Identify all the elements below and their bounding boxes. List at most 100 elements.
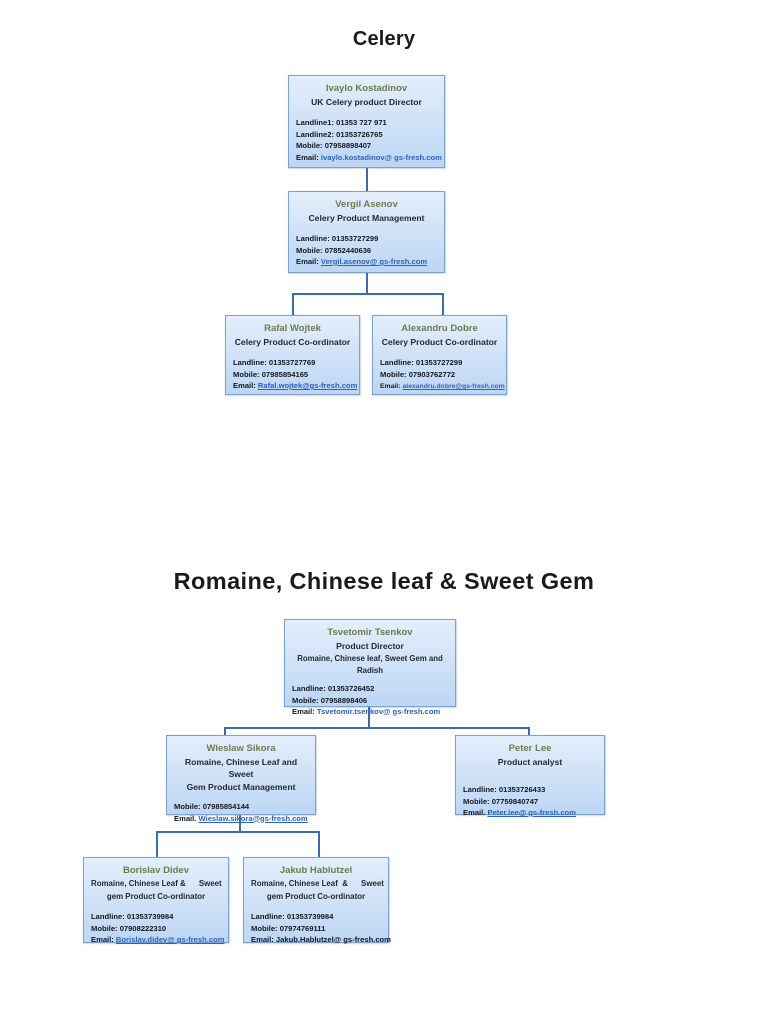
email-label: Email: (233, 381, 256, 390)
email-label: Email: (91, 935, 114, 944)
node-role: Product analyst (497, 757, 563, 767)
mobile-row: Mobile: 07958898407 (296, 140, 437, 152)
mobile-row: Mobile: 07908222310 (91, 923, 221, 935)
node-role: Romaine, Chinese Leaf & Sweet (251, 879, 384, 888)
mobile-row: Mobile: 07958898406 (292, 695, 448, 707)
email-row: Email: Jakub.Hablutzel@ gs-fresh.com (251, 934, 391, 946)
mobile-value: 07958898407 (324, 141, 372, 150)
node-name: Ivaylo Kostadinov (325, 83, 408, 94)
landline1-label: Landline1: (296, 118, 334, 127)
email-row: Email: alexandru.dobre@gs-fresh.com (380, 380, 505, 393)
node-role-secondary: Romaine, Chinese leaf, Sweet Gem and Rad… (297, 654, 443, 675)
node-alexandru-dobre[interactable]: Alexandru Dobre Celery Product Co-ordina… (372, 315, 507, 395)
landline-label: Landline: (292, 684, 326, 693)
mobile-label: Mobile: (251, 923, 278, 933)
mobile-value: 07985854165 (261, 369, 309, 379)
email-link[interactable]: Borislav.didev@ gs-fresh.com (115, 935, 225, 944)
node-role: Celery Product Co-ordinator (234, 337, 351, 347)
mobile-value: 07974769111 (279, 923, 326, 933)
landline-value: 01353726433 (498, 785, 546, 794)
mobile-value: 07908222310 (119, 923, 167, 933)
landline-row: Landline: 01353739984 (251, 911, 381, 923)
node-contacts: Landline1: 01353 727 971 Landline2: 0135… (296, 117, 442, 164)
mobile-label: Mobile: (296, 245, 323, 255)
section-title-celery: Celery (352, 28, 416, 50)
landline-row: Landline: 01353727299 (380, 357, 499, 369)
email-label: Email. (174, 813, 197, 823)
node-name: Borislav Didev (123, 865, 189, 876)
node-contacts: Landline: 01353726452 Mobile: 0795889840… (292, 683, 448, 718)
email-link[interactable]: alexandru.dobre@gs-fresh.com (402, 383, 505, 390)
node-name: Tsvetomir Tsenkov (327, 627, 413, 638)
node-jakub-hablutzel[interactable]: Jakub Hablutzel Romaine, Chinese Leaf & … (243, 857, 391, 946)
node-wieslaw-sikora[interactable]: Wieslaw Sikora Romaine, Chinese Leaf and… (166, 735, 316, 823)
connector-sikora-drop-left (156, 831, 158, 857)
connector-romaine-drop-left (224, 727, 226, 735)
node-vergil-asenov[interactable]: Vergil Asenov Celery Product Management … (288, 191, 445, 273)
connector-romaine-director-stem (368, 706, 370, 728)
mobile-label: Mobile: (292, 695, 319, 705)
landline-row: Landline: 01353726452 (292, 683, 448, 695)
email-link: Jakub.Hablutzel@ gs-fresh.com (275, 935, 391, 944)
node-name: Alexandru Dobre (401, 323, 478, 334)
email-label: Email: (296, 257, 319, 266)
node-name: Peter Lee (508, 743, 552, 754)
email-link[interactable]: Rafal.wojtek@gs-fresh.com (257, 381, 358, 390)
connector-celery-manager-bar (292, 293, 444, 295)
mobile-label: Mobile: (463, 796, 490, 806)
landline-label: Landline: (380, 358, 414, 367)
mobile-row: Mobile: 07974769111 (251, 923, 381, 935)
mobile-row: Mobile: 07903762772 (380, 369, 499, 381)
node-role-secondary: Gem Product Management (186, 782, 296, 792)
connector-romaine-director-bar (224, 727, 530, 729)
email-label: Email: (380, 383, 401, 390)
email-link[interactable]: Vergil.asenov@ gs-fresh.com (320, 257, 428, 266)
mobile-value: 07958898406 (320, 695, 368, 705)
connector-celery-manager-stem (366, 272, 368, 294)
email-link[interactable]: Wieslaw.sikora@gs-fresh.com (198, 813, 308, 823)
email-label: Email: (296, 152, 319, 162)
node-name: Rafal Wojtek (264, 323, 321, 334)
email-label: Email: (292, 707, 315, 716)
email-link[interactable]: Tsvetomir.tsenkov@ gs-fresh.com (316, 707, 441, 716)
node-borislav-didev[interactable]: Borislav Didev Romaine, Chinese Leaf & S… (83, 857, 229, 946)
mobile-label: Mobile: (233, 369, 260, 379)
email-row: Email. Peter.lee@ gs-fresh.com (463, 807, 597, 819)
node-ivaylo-kostadinov[interactable]: Ivaylo Kostadinov UK Celery product Dire… (288, 75, 445, 168)
email-link[interactable]: Ivaylo.kostadinov@ gs-fresh.com (320, 152, 442, 162)
email-row: Email: Ivaylo.kostadinov@ gs-fresh.com (296, 152, 442, 164)
mobile-row: Mobile: 07985854165 (233, 369, 352, 381)
node-contacts: Landline: 01353739984 Mobile: 0797476911… (251, 911, 391, 946)
landline-row: Landline: 01353727299 (296, 233, 437, 245)
mobile-row: Mobile: 07759840747 (463, 796, 597, 808)
connector-celery-director-to-manager (366, 167, 368, 192)
email-row: Email. Wieslaw.sikora@gs-fresh.com (174, 813, 308, 825)
connector-romaine-drop-right (528, 727, 530, 735)
node-contacts: Landline: 01353727769 Mobile: 0798585416… (233, 357, 357, 392)
mobile-value: 07985854144 (202, 802, 250, 811)
node-peter-lee[interactable]: Peter Lee Product analyst Landline: 0135… (455, 735, 605, 817)
landline2-value: 01353726765 (336, 129, 383, 139)
email-label: Email: (251, 935, 274, 944)
node-contacts: Landline: 01353739984 Mobile: 0790822231… (91, 911, 224, 946)
node-role: UK Celery product Director (311, 97, 422, 107)
mobile-value: 07759840747 (491, 796, 539, 806)
landline-value: 01353739984 (126, 912, 174, 921)
node-role: Romaine, Chinese Leaf and Sweet (184, 757, 298, 779)
landline-label: Landline: (251, 912, 285, 921)
mobile-label: Mobile: (380, 369, 407, 379)
connector-sikora-bar (156, 831, 320, 833)
email-link[interactable]: Peter.lee@ gs-fresh.com (487, 808, 576, 817)
landline-value: 01353727299 (331, 234, 379, 243)
node-tsvetomir-tsenkov[interactable]: Tsvetomir Tsenkov Product Director Romai… (284, 619, 456, 716)
node-contacts: Landline: 01353727299 Mobile: 0785244063… (296, 233, 437, 268)
landline-row: Landline: 01353726433 (463, 784, 597, 796)
landline1-value: 01353 727 971 (336, 118, 387, 127)
node-name: Jakub Hablutzel (279, 865, 353, 876)
node-rafal-wojtek[interactable]: Rafal Wojtek Celery Product Co-ordinator… (225, 315, 360, 395)
email-row: Email: Vergil.asenov@ gs-fresh.com (296, 256, 437, 268)
section-title-romaine: Romaine, Chinese leaf & Sweet Gem (173, 568, 595, 594)
landline-value: 01353739984 (286, 912, 334, 921)
email-row: Email: Borislav.didev@ gs-fresh.com (91, 934, 224, 946)
mobile-label: Mobile: (174, 802, 201, 811)
